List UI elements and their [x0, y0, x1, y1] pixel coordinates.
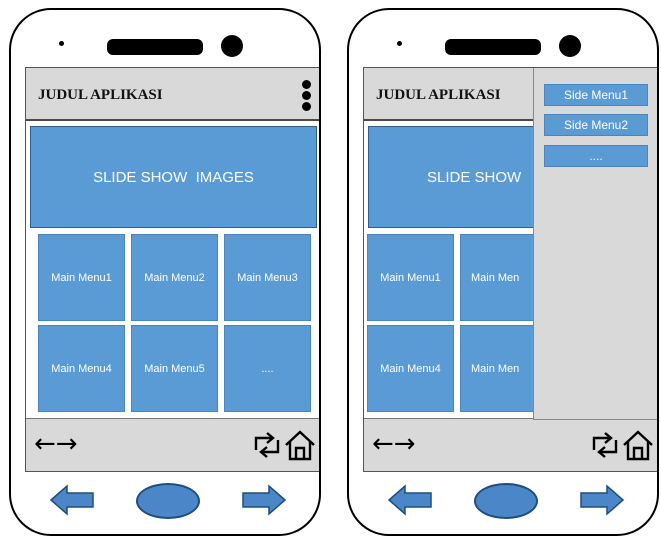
main-menu-tile-more[interactable]: ....	[224, 325, 311, 412]
hardware-nav	[11, 480, 319, 520]
left-arrow-icon[interactable]	[387, 484, 433, 516]
app-title: JUDUL APLIKASI	[376, 87, 501, 103]
left-arrow-icon[interactable]	[49, 484, 95, 516]
side-menu-item-1[interactable]: Side Menu1	[544, 84, 648, 106]
app-title: JUDUL APLIKASI	[38, 87, 163, 103]
back-forward-arrows[interactable]: ←→	[372, 429, 416, 459]
speaker-grille	[445, 39, 541, 55]
main-menu-tile-5[interactable]: Main Men	[460, 325, 547, 412]
sensor-dot	[397, 41, 402, 46]
main-menu-tile-3[interactable]: Main Menu3	[224, 234, 311, 321]
right-arrow-icon[interactable]	[579, 484, 625, 516]
front-camera	[221, 35, 243, 57]
side-menu-drawer: Side Menu1 Side Menu2 ....	[533, 68, 657, 420]
bottom-nav-bar: ←→	[26, 418, 319, 471]
main-menu-tile-4[interactable]: Main Menu4	[367, 325, 454, 412]
refresh-icon[interactable]	[252, 430, 282, 460]
oval-home-button[interactable]	[136, 483, 200, 519]
right-arrow-icon[interactable]	[241, 484, 287, 516]
main-menu-tile-1[interactable]: Main Menu1	[367, 234, 454, 321]
main-menu-tile-1[interactable]: Main Menu1	[38, 234, 125, 321]
phone-mockup-main: JUDUL APLIKASI SLIDE SHOW IMAGES Main Me…	[9, 8, 321, 536]
main-menu-grid: Main Menu1 Main Menu2 Main Menu3 Main Me…	[38, 234, 314, 412]
side-menu-item-more[interactable]: ....	[544, 145, 648, 167]
main-menu-tile-2[interactable]: Main Menu2	[131, 234, 218, 321]
refresh-icon[interactable]	[590, 430, 620, 460]
phone-screen: JUDUL APLIKASI SLIDE SHOW Main Menu1 Mai…	[363, 67, 657, 472]
main-menu-tile-2[interactable]: Main Men	[460, 234, 547, 321]
front-camera	[559, 35, 581, 57]
slideshow-banner[interactable]: SLIDE SHOW IMAGES	[30, 126, 317, 228]
back-forward-arrows[interactable]: ←→	[34, 429, 78, 459]
app-header: JUDUL APLIKASI	[26, 68, 319, 121]
main-menu-tile-4[interactable]: Main Menu4	[38, 325, 125, 412]
kebab-menu-icon[interactable]	[302, 80, 312, 112]
main-menu-tile-5[interactable]: Main Menu5	[131, 325, 218, 412]
side-menu-item-2[interactable]: Side Menu2	[544, 114, 648, 136]
main-menu-grid: Main Menu1 Main Men Main Menu4 Main Men	[367, 234, 643, 412]
oval-home-button[interactable]	[474, 483, 538, 519]
phone-mockup-side-menu: JUDUL APLIKASI SLIDE SHOW Main Menu1 Mai…	[347, 8, 659, 536]
bottom-nav-bar: ←→	[364, 418, 657, 471]
sensor-dot	[59, 41, 64, 46]
speaker-grille	[107, 39, 203, 55]
home-icon[interactable]	[621, 428, 655, 462]
hardware-nav	[349, 480, 657, 520]
phone-screen: JUDUL APLIKASI SLIDE SHOW IMAGES Main Me…	[25, 67, 319, 472]
home-icon[interactable]	[283, 428, 317, 462]
